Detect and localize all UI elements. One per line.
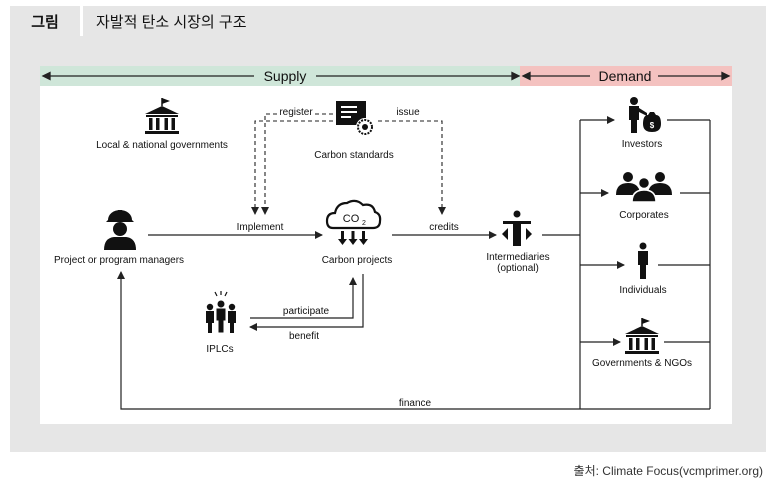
svg-text:2: 2 [362,220,366,227]
standards-label: Carbon standards [314,150,394,161]
participate-edge [250,277,357,319]
managers-label: Project or program managers [54,255,184,266]
issue-label: issue [396,107,420,118]
source-credit: 출처: Climate Focus(vcmprimer.org) [573,464,763,478]
implement-label: Implement [237,222,284,233]
intermediaries-label: Intermediaries [486,252,549,263]
benefit-label: benefit [289,331,319,342]
figure-title-bar [10,6,766,36]
individuals-label: Individuals [619,285,666,296]
participate-label: participate [283,306,330,317]
demand-arrow [521,71,731,81]
demand-label: Demand [599,68,652,84]
gov-ngos-label: Governments & NGOs [592,358,692,369]
iplcs-label: IPLCs [206,344,233,355]
figure-label: 그림 [31,13,59,31]
government-building-icon [145,98,179,134]
supply-arrow [41,71,521,81]
finance-edge [117,271,710,410]
supply-band [40,66,520,86]
governments-label: Local & national governments [96,140,228,151]
credits-label: credits [429,222,458,233]
group-people-icon [206,291,236,334]
corporates-label: Corporates [619,210,668,221]
certificate-icon [336,101,374,136]
finance-label: finance [399,398,432,409]
supply-label: Supply [264,68,307,84]
svg-text:CO: CO [343,213,360,225]
investor-money-bag-icon: $ [629,97,661,133]
register-edge [251,113,333,215]
co2-cloud-icon: CO 2 [325,199,382,245]
projects-label: Carbon projects [322,255,393,266]
benefit-edge [249,274,364,331]
worker-helmet-icon [104,210,136,250]
intermediaries-optional-label: (optional) [497,263,539,274]
figure-title: 자발적 탄소 시장의 구조 [96,13,247,31]
title-separator [80,6,83,36]
business-people-icon [616,172,672,203]
issue-edge [378,120,446,215]
demand-branches [580,116,710,346]
person-icon [638,242,648,279]
register-label: register [279,107,313,118]
diagram-panel: Supply Demand Local & national governmen… [40,66,732,424]
svg-text:$: $ [650,121,655,130]
government-building-icon [625,318,659,354]
demand-band [520,66,732,86]
market-structure-diagram: Supply Demand Local & national governmen… [40,66,732,410]
investors-label: Investors [622,139,663,150]
person-arrows-icon [502,210,532,246]
